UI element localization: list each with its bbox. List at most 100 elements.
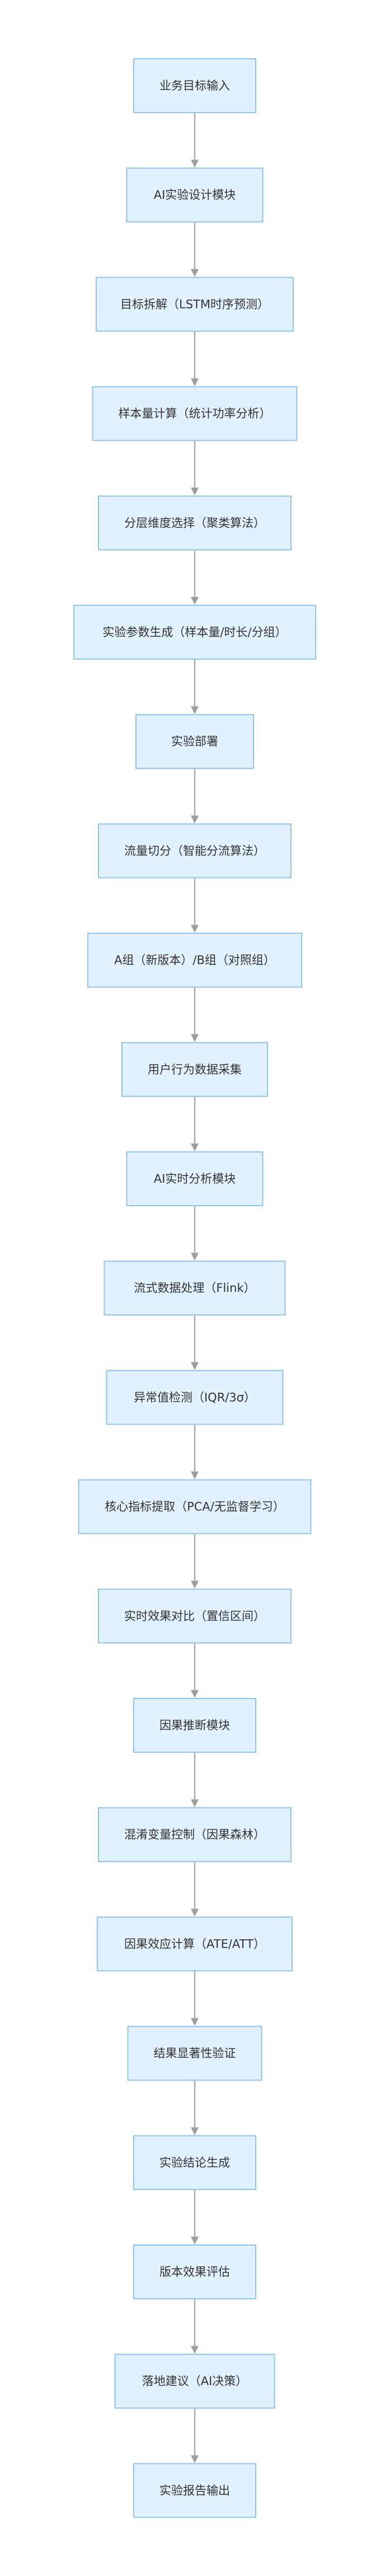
flow-node-n17: 混淆变量控制（因果森林） bbox=[98, 1807, 292, 1863]
flow-node-n8: 流量切分（智能分流算法） bbox=[98, 823, 292, 879]
edge-arrowhead bbox=[191, 597, 199, 605]
flow-node-n15: 实时效果对比（置信区间） bbox=[98, 1588, 292, 1644]
flow-node-label: 样本量计算（统计功率分析） bbox=[119, 407, 271, 421]
flow-node-label: 结果显著性验证 bbox=[154, 2047, 236, 2060]
flow-edge-n9-to-n10 bbox=[191, 987, 199, 1042]
flow-node-label: A组（新版本）/B组（对照组） bbox=[114, 954, 275, 967]
flow-node-label: 实验参数生成（样本量/时长/分组） bbox=[102, 626, 286, 639]
edge-arrowhead bbox=[191, 487, 199, 496]
edge-arrowhead bbox=[191, 269, 199, 277]
flow-node-label: AI实时分析模块 bbox=[154, 1172, 236, 1186]
edge-arrowhead bbox=[191, 2455, 199, 2463]
flow-edge-n21-to-n22 bbox=[191, 2299, 199, 2354]
flow-edge-n12-to-n13 bbox=[191, 1315, 199, 1370]
flow-node-n18: 因果效应计算（ATE/ATT） bbox=[97, 1916, 293, 1972]
flow-node-n6: 实验参数生成（样本量/时长/分组） bbox=[73, 605, 316, 660]
flow-node-box bbox=[96, 277, 294, 332]
flow-node-label: 版本效果评估 bbox=[159, 2265, 230, 2279]
flow-node-n10: 用户行为数据采集 bbox=[121, 1042, 268, 1097]
edge-arrowhead bbox=[191, 1471, 199, 1480]
flow-node-label: 异常值检测（IQR/3σ） bbox=[134, 1390, 256, 1404]
flow-edge-n10-to-n11 bbox=[191, 1096, 199, 1151]
flow-node-label: 混淆变量控制（因果森林） bbox=[124, 1828, 265, 1841]
flow-node-box bbox=[92, 386, 298, 441]
flow-node-label: 落地建议（AI决策） bbox=[142, 2374, 248, 2388]
flow-node-box bbox=[133, 2463, 256, 2518]
edge-arrowhead bbox=[191, 2127, 199, 2135]
flow-node-box bbox=[98, 823, 292, 879]
flow-node-box bbox=[121, 1042, 268, 1097]
flow-edge-n19-to-n20 bbox=[191, 2080, 199, 2135]
edge-arrowhead bbox=[191, 1580, 199, 1589]
flow-node-label: 因果效应计算（ATE/ATT） bbox=[124, 1937, 265, 1950]
edge-arrowhead bbox=[191, 378, 199, 386]
edges-layer bbox=[191, 113, 199, 2463]
flow-node-box bbox=[106, 1370, 284, 1425]
flow-node-label: 业务目标输入 bbox=[159, 79, 230, 92]
flow-node-box bbox=[87, 932, 302, 988]
flow-edge-n1-to-n2 bbox=[191, 113, 199, 168]
flow-node-label: 分层维度选择（聚类算法） bbox=[124, 516, 265, 530]
flow-edge-n15-to-n16 bbox=[191, 1643, 199, 1698]
flow-node-n14: 核心指标提取（PCA/无监督学习） bbox=[78, 1479, 312, 1534]
flow-node-box bbox=[73, 605, 316, 660]
edge-arrowhead bbox=[191, 1908, 199, 1917]
flow-edge-n8-to-n9 bbox=[191, 878, 199, 933]
flow-node-box bbox=[104, 1261, 286, 1316]
flow-node-box bbox=[114, 2354, 275, 2409]
flow-node-box bbox=[127, 2026, 262, 2081]
flow-edge-n14-to-n15 bbox=[191, 1534, 199, 1589]
flow-node-box bbox=[78, 1479, 312, 1534]
flow-node-n9: A组（新版本）/B组（对照组） bbox=[87, 932, 302, 988]
edge-arrowhead bbox=[191, 815, 199, 824]
flow-node-n20: 实验结论生成 bbox=[133, 2135, 256, 2190]
flow-node-n5: 分层维度选择（聚类算法） bbox=[98, 495, 292, 550]
flow-node-n1: 业务目标输入 bbox=[133, 58, 256, 113]
edge-arrowhead bbox=[191, 706, 199, 715]
edge-arrowhead bbox=[191, 2018, 199, 2026]
flow-node-box bbox=[133, 58, 256, 113]
edge-arrowhead bbox=[191, 2346, 199, 2354]
flow-edge-n3-to-n4 bbox=[191, 332, 199, 386]
edge-arrowhead bbox=[191, 1144, 199, 1151]
edge-arrowhead bbox=[191, 1690, 199, 1698]
flow-node-box bbox=[97, 1916, 293, 1972]
flow-node-label: 实验结论生成 bbox=[159, 2156, 230, 2169]
flow-edge-n13-to-n14 bbox=[191, 1425, 199, 1480]
flow-node-label: 用户行为数据采集 bbox=[148, 1063, 242, 1076]
flow-node-label: 目标拆解（LSTM时序预测） bbox=[120, 297, 269, 311]
flow-node-box bbox=[133, 2244, 256, 2299]
edge-arrowhead bbox=[191, 1034, 199, 1042]
flow-node-box bbox=[98, 495, 292, 550]
flow-node-n23: 实验报告输出 bbox=[133, 2463, 256, 2518]
flow-node-label: 流式数据处理（Flink） bbox=[134, 1281, 255, 1295]
edge-arrowhead bbox=[191, 1362, 199, 1370]
flow-edge-n18-to-n19 bbox=[191, 1971, 199, 2026]
flow-edge-n5-to-n6 bbox=[191, 550, 199, 605]
flow-node-box bbox=[98, 1588, 292, 1644]
flow-node-label: 因果推断模块 bbox=[159, 1719, 230, 1732]
flow-edge-n16-to-n17 bbox=[191, 1753, 199, 1808]
flow-node-n21: 版本效果评估 bbox=[133, 2244, 256, 2299]
flow-node-n13: 异常值检测（IQR/3σ） bbox=[106, 1370, 284, 1425]
flow-node-label: 实验部署 bbox=[171, 735, 218, 748]
flow-node-label: 实验报告输出 bbox=[159, 2484, 230, 2497]
edge-arrowhead bbox=[191, 1253, 199, 1261]
flow-node-label: 核心指标提取（PCA/无监督学习） bbox=[105, 1500, 285, 1514]
flow-node-n11: AI实时分析模块 bbox=[126, 1151, 264, 1206]
flow-node-box bbox=[133, 1698, 256, 1753]
flow-edge-n17-to-n18 bbox=[191, 1862, 199, 1917]
edge-arrowhead bbox=[191, 160, 199, 168]
edge-arrowhead bbox=[191, 1799, 199, 1808]
flow-node-n4: 样本量计算（统计功率分析） bbox=[92, 386, 298, 441]
flow-edge-n4-to-n5 bbox=[191, 441, 199, 496]
flow-node-label: AI实验设计模块 bbox=[154, 188, 236, 202]
flow-node-n7: 实验部署 bbox=[135, 714, 254, 769]
flow-node-n12: 流式数据处理（Flink） bbox=[104, 1261, 286, 1316]
flow-node-box bbox=[133, 2135, 256, 2190]
flow-node-box bbox=[126, 1151, 264, 1206]
flow-node-n3: 目标拆解（LSTM时序预测） bbox=[96, 277, 294, 332]
flow-edge-n20-to-n21 bbox=[191, 2190, 199, 2244]
